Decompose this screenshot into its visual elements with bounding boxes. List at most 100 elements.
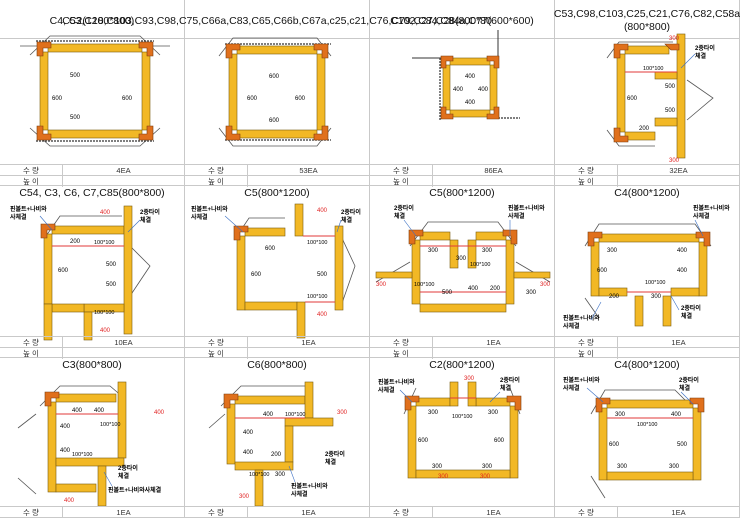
cell-c4-800x1200: C4(800*1200) 300 400 600 400 <box>555 186 740 359</box>
annotation: 체결 <box>679 384 691 392</box>
annotation: 핀볼트+나비와 <box>191 205 228 213</box>
annotation: 체결 <box>394 212 406 220</box>
cell-title: C3(800*800) <box>62 359 122 371</box>
qty-value: 1EA <box>671 338 686 347</box>
dim-label: 400 <box>453 87 464 93</box>
dim-label: 600 <box>609 442 620 448</box>
dim-label: 200 <box>639 126 650 132</box>
dim-label: 100*100 <box>645 280 666 286</box>
dim-label: 600 <box>58 268 69 274</box>
annotation: 사체결 <box>693 212 710 220</box>
formwork-drawing: 300 400 600 400 100*100 200 300 핀볼트+나비와 … <box>563 204 730 330</box>
formwork-drawing: 500 500 600 600 <box>20 35 170 147</box>
qty-value: 1EA <box>116 508 131 517</box>
cell-c4-c2-1200x800: C4, C2(1200*800) <box>0 0 185 187</box>
dim-label-red: 400 <box>100 210 111 216</box>
annotation: 2중타이 <box>681 304 701 312</box>
dim-label: 400 <box>468 286 479 292</box>
dim-label-red: 300 <box>480 474 491 480</box>
qty-value: 1EA <box>301 508 316 517</box>
cell-c5-800x1200-b: C5(800*1200) 300 <box>370 186 555 359</box>
height-row: 높 이 <box>370 175 554 187</box>
dim-label: 400 <box>94 408 105 414</box>
qty-value: 1EA <box>671 508 686 517</box>
dim-label: 400 <box>671 412 682 418</box>
dim-label: 300 <box>615 412 626 418</box>
dim-label: 300 <box>617 464 628 470</box>
cell-c54-800x800: C54, C3, C6, C7,C85(800*800) 400 200 100… <box>0 186 185 359</box>
height-row: 높 이 <box>370 347 554 359</box>
cell-title: C4(800*1200) <box>614 187 680 199</box>
dim-label: 600 <box>494 438 505 444</box>
dim-label: 600 <box>295 96 306 102</box>
dim-label: 400 <box>60 448 71 454</box>
dim-label: 300 <box>456 256 467 262</box>
dim-label: 400 <box>478 87 489 93</box>
annotation: 핀볼트+나비와사체결 <box>108 486 162 494</box>
dim-label: 100*100 <box>72 452 93 458</box>
annotation: 2중타이 <box>140 208 160 216</box>
dim-label: 100*100 <box>307 240 328 246</box>
dim-label: 100*100 <box>637 422 658 428</box>
dim-label: 100*100 <box>643 66 664 72</box>
formwork-drawing: 600 600 600 600 <box>218 37 332 147</box>
dim-label-red: 300 <box>540 282 551 288</box>
dim-label: 600 <box>269 118 280 124</box>
annotation: 사체결 <box>10 213 27 221</box>
cell-title: C102,C84,C84a,C77(600*600) <box>370 4 554 39</box>
annotation: 핀볼트+나비와 <box>563 314 600 322</box>
dim-label: 300 <box>669 464 680 470</box>
dim-label-red: 400 <box>317 208 328 214</box>
annotation: 체결 <box>341 216 353 224</box>
formwork-drawing: 400 200 100*100 600 500 500 100*100 400 … <box>10 205 160 341</box>
cell-c3-800x800: C3(800*800) 400 400 400 100*100 <box>0 358 185 518</box>
dim-label: 500 <box>442 290 453 296</box>
dim-label: 100*100 <box>470 262 491 268</box>
formwork-drawing: 400 400 100*100 400 200 100*100 300 300 … <box>208 381 348 507</box>
dim-label: 500 <box>677 442 688 448</box>
dim-label: 500 <box>665 84 676 90</box>
qty-value: 1EA <box>301 338 316 347</box>
dim-label: 500 <box>106 282 117 288</box>
dim-label: 400 <box>60 424 71 430</box>
cell-c2-800x1200: C2(800*1200) 300 300 100*100 60 <box>370 358 555 518</box>
annotation: 핀볼트+나비와 <box>291 482 328 490</box>
dim-label-red: 300 <box>669 36 680 42</box>
annotation: 2중타이 <box>394 204 414 212</box>
qty-value: 4EA <box>116 166 131 175</box>
qty-value: 86EA <box>484 166 503 175</box>
dim-label: 100*100 <box>100 422 121 428</box>
dim-label-red: 300 <box>239 494 250 500</box>
height-row: 높 이 <box>0 347 184 359</box>
dim-label-red: 300 <box>464 376 475 382</box>
dim-label: 100*100 <box>94 240 115 246</box>
dim-label: 400 <box>465 100 476 106</box>
cell-title: C54, C3, C6, C7,C85(800*800) <box>19 187 165 199</box>
dim-label: 500 <box>70 115 81 121</box>
annotation: 핀볼트+나비와 <box>10 205 47 213</box>
qty-value: 10EA <box>114 338 133 347</box>
annotation: 사체결 <box>563 384 580 392</box>
annotation: 핀볼트+나비와 <box>693 204 730 212</box>
cell-c53-800x800: C53,C18,C103,C93,C98,C75,C66a,C83,C65,C6… <box>62 0 492 187</box>
dim-label: 400 <box>243 450 254 456</box>
dim-label: 300 <box>488 410 499 416</box>
dim-label: 600 <box>122 96 133 102</box>
cell-c102-600x600: C102,C84,C84a,C77(600*600) 400 400 400 4… <box>370 0 555 187</box>
cell-c4-800x1200-b: C4(800*1200) 300 400 100*100 600 500 300 <box>555 358 740 518</box>
dim-label-red: 400 <box>64 498 75 504</box>
dim-label: 100*100 <box>285 412 306 418</box>
dim-label: 600 <box>247 96 258 102</box>
dim-label: 200 <box>490 286 501 292</box>
formwork-drawing: 400 400 400 100*100 400 100*100 400 400 … <box>17 381 165 507</box>
annotation: 2중타이 <box>325 450 345 458</box>
dim-label: 400 <box>677 248 688 254</box>
dim-label: 500 <box>317 272 328 278</box>
dim-label: 600 <box>597 268 608 274</box>
